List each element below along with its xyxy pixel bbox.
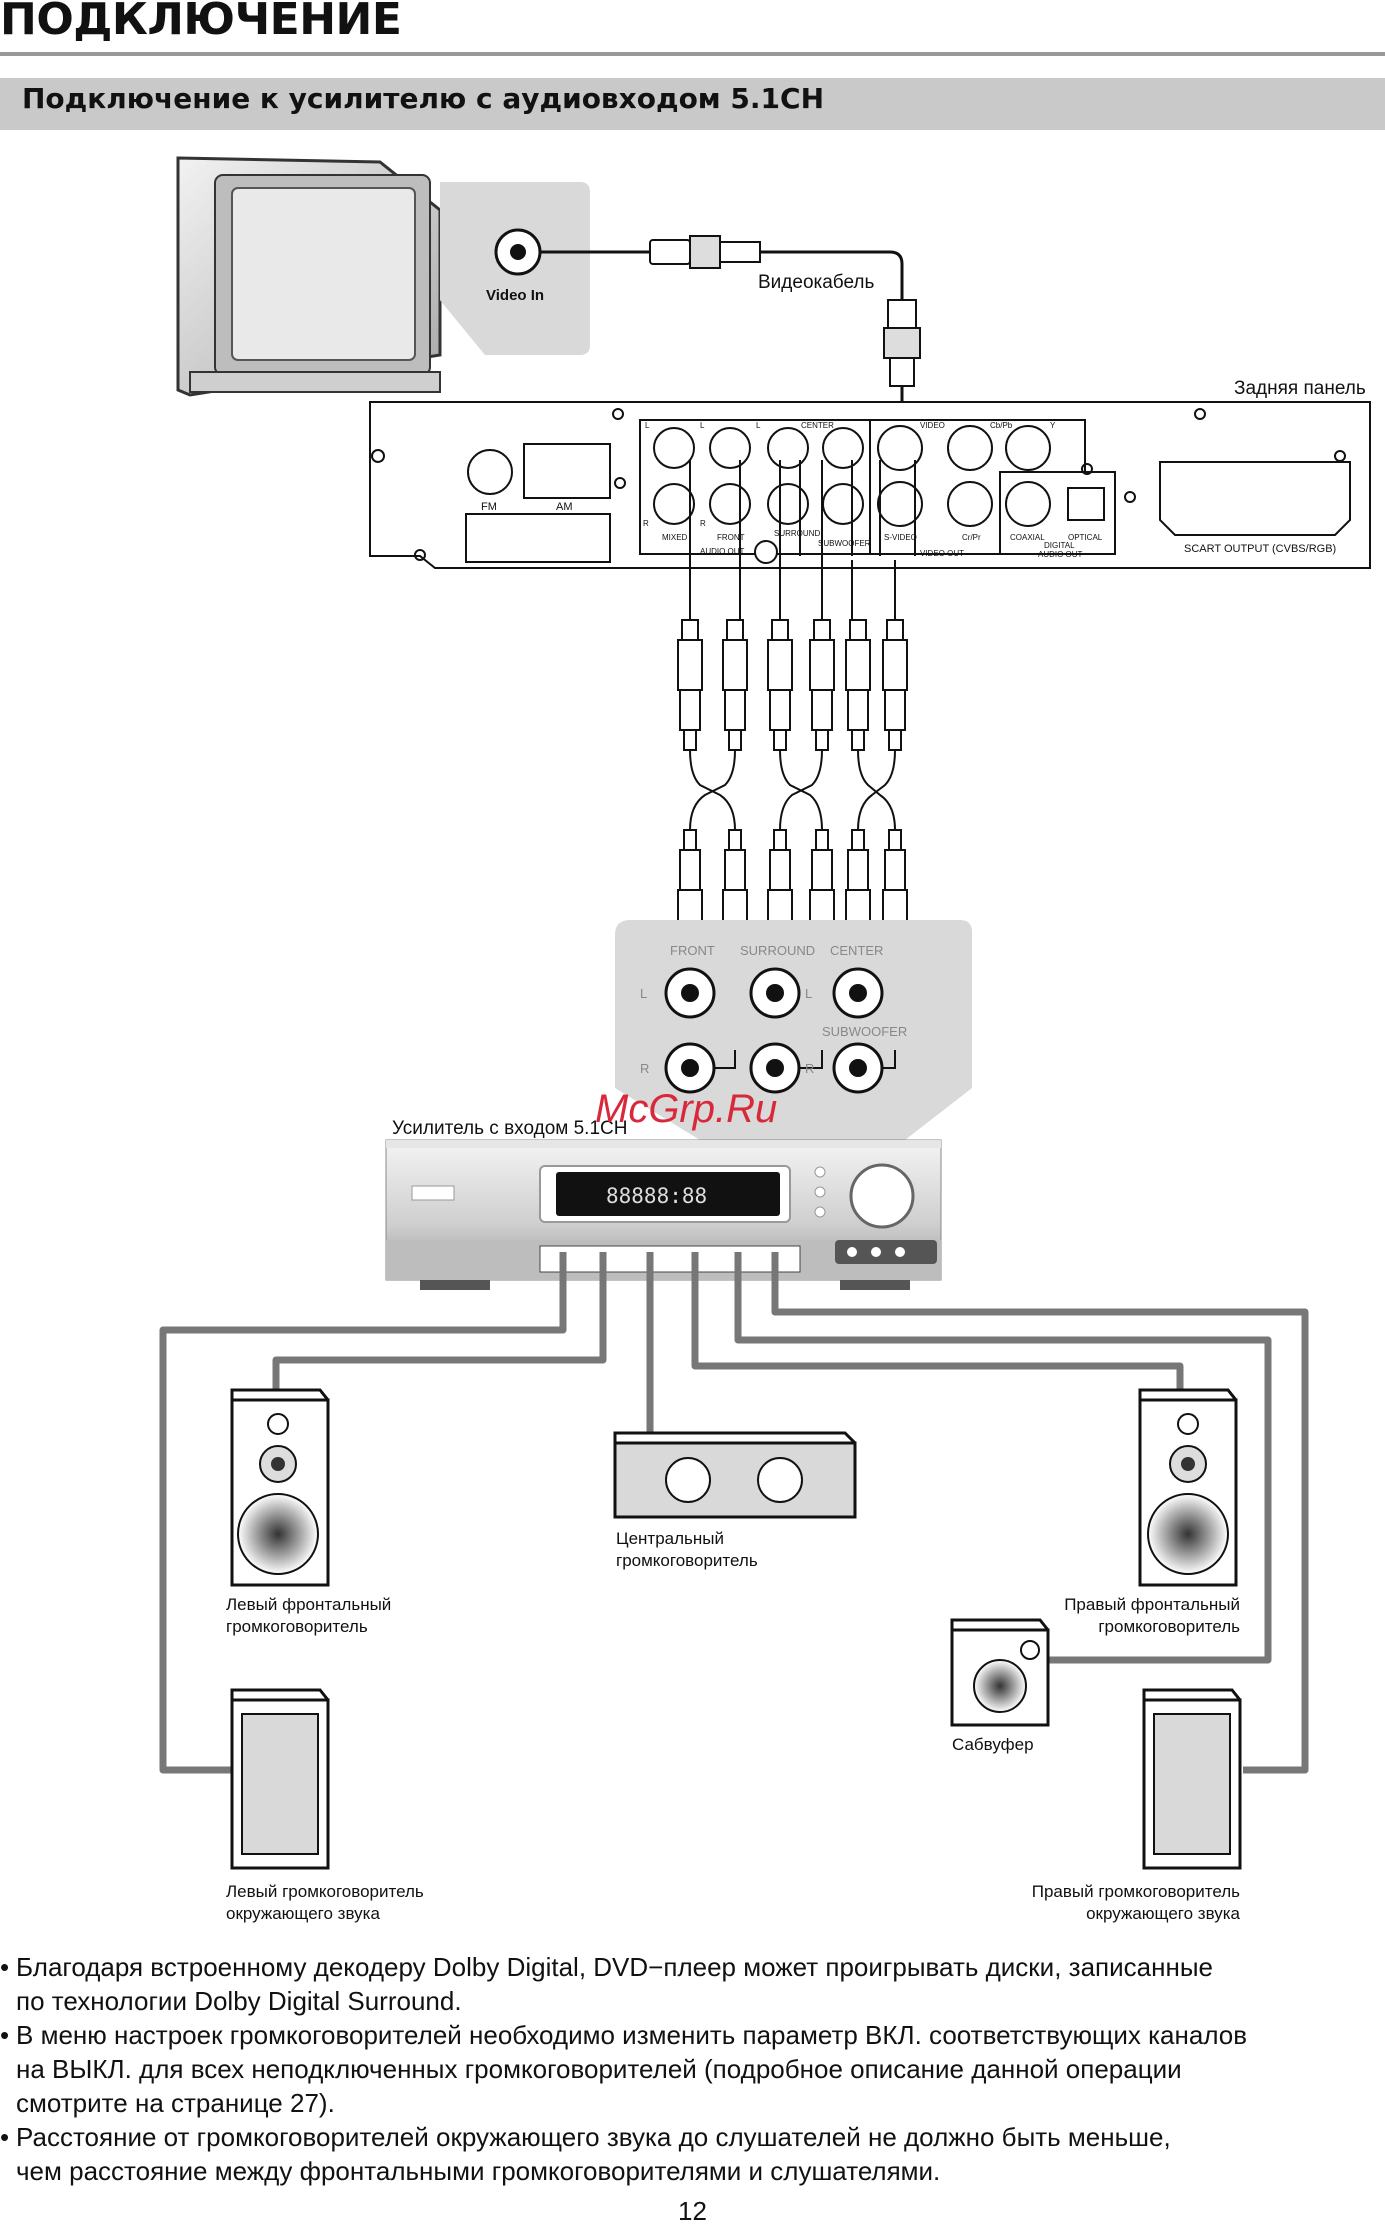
video-cable-label: Видеокабель [758,272,874,293]
section-title: Подключение к усилителю с аудиовходом 5.… [22,82,825,115]
right-front-label-2: громкоговоритель [1098,1617,1240,1636]
left-front-label-1: Левый фронтальный [226,1595,391,1614]
port-crpr: Cr/Pr [962,533,981,542]
port-l-1: L [645,421,650,430]
left-surround-label-2: окружающего звука [226,1904,380,1923]
right-front-label-1: Правый фронтальный [1064,1595,1240,1614]
subwoofer-label: Сабвуфер [952,1735,1034,1754]
port-svideo: S-VIDEO [884,533,917,542]
amp-l-label-2: L [805,986,812,1001]
port-surround: SURROUND [774,529,820,538]
amp-display: 88888:88 [606,1184,707,1208]
title-rule [0,52,1385,56]
subwoofer [950,1618,1050,1727]
video-in-label: Video In [486,287,544,304]
digital-audio-out-label: AUDIO OUT [1038,550,1083,559]
video-out-label: VIDEO OUT [920,549,964,558]
port-front: FRONT [717,533,745,542]
port-y: Y [1050,421,1056,430]
audio-out-jacks [653,425,1105,564]
port-mixed: MIXED [662,533,688,542]
am-label: AM [556,501,573,513]
center-label-2: громкоговоритель [616,1551,758,1570]
amp-l-label: L [640,986,647,1001]
port-r-1: R [643,519,649,528]
amp-surround-label: SURROUND [740,943,815,958]
note-line: на ВЫКЛ. для всех неподключенных громког… [16,2054,1182,2084]
scart-label: SCART OUTPUT (CVBS/RGB) [1184,543,1336,555]
port-r-2: R [700,519,706,528]
left-surround-speaker [230,1688,330,1870]
left-front-label-2: громкоговоритель [226,1617,368,1636]
left-surround-label-1: Левый громкоговоритель [226,1882,424,1901]
amplifier-label: Усилитель с входом 5.1CH [392,1118,627,1139]
rear-panel-label: Задняя панель [1234,378,1366,399]
video-in-callout: Video In [440,182,590,355]
note-item: Расстояние от громкоговорителей окружающ… [0,2120,1375,2188]
connection-diagram: Video In Видеокабель Задняя панель FM AM [159,156,1371,1923]
port-center: CENTER [801,421,834,430]
audio-out-label: AUDIO OUT [700,547,745,556]
amp-front-label: FRONT [670,943,715,958]
note-line: В меню настроек громкоговорителей необхо… [16,2020,1248,2050]
rca-plugs-upper [677,619,908,751]
note-item: В меню настроек громкоговорителей необхо… [0,2018,1375,2120]
amp-subwoofer-label: SUBWOOFER [822,1024,907,1039]
port-subwoofer: SUBWOOFER [818,539,871,548]
port-optical: OPTICAL [1068,533,1103,542]
port-coaxial: COAXIAL [1010,533,1045,542]
digital-label: DIGITAL [1044,541,1075,550]
fm-label: FM [481,501,497,513]
port-l-3: L [756,421,761,430]
port-cbpb: Cb/Pb [990,421,1013,430]
center-speaker [613,1431,857,1519]
page-number: 12 [678,2196,707,2226]
notes-list: Благодаря встроенному декодеру Dolby Dig… [0,1950,1375,2188]
note-line: Расстояние от громкоговорителей окружающ… [16,2122,1171,2152]
rear-panel: FM AM L L L CENTER R R MIXED FRONT SU [369,401,1371,569]
note-line: Благодаря встроенному декодеру Dolby Dig… [16,1952,1213,1982]
section-bar [0,78,1385,130]
note-line: по технологии Dolby Digital Surround. [16,1986,462,2016]
note-line: чем расстояние между фронтальными громко… [16,2156,941,2186]
amp-input-callout: FRONT SURROUND CENTER SUBWOOFER L R L R [615,920,972,1140]
amp-r-label: R [640,1061,649,1076]
right-surround-speaker [1142,1688,1242,1870]
right-front-speaker [1138,1388,1238,1587]
tv-set [176,156,442,397]
note-item: Благодаря встроенному декодеру Dolby Dig… [0,1950,1375,2018]
amplifier: 88888:88 [385,1139,942,1290]
amp-r-label-2: R [805,1061,814,1076]
note-line: смотрите на странице 27). [16,2088,335,2118]
page-title: ПОДКЛЮЧЕНИЕ [0,0,402,45]
center-label-1: Центральный [616,1529,724,1548]
right-surround-label-1: Правый громкоговоритель [1032,1882,1240,1901]
left-front-speaker [230,1388,330,1587]
speaker-wires [159,1252,1309,1774]
port-l-2: L [700,421,705,430]
amp-center-label: CENTER [830,943,883,958]
port-video: VIDEO [920,421,945,430]
watermark: McGrp.Ru [595,1087,777,1131]
right-surround-label-2: окружающего звука [1086,1904,1240,1923]
